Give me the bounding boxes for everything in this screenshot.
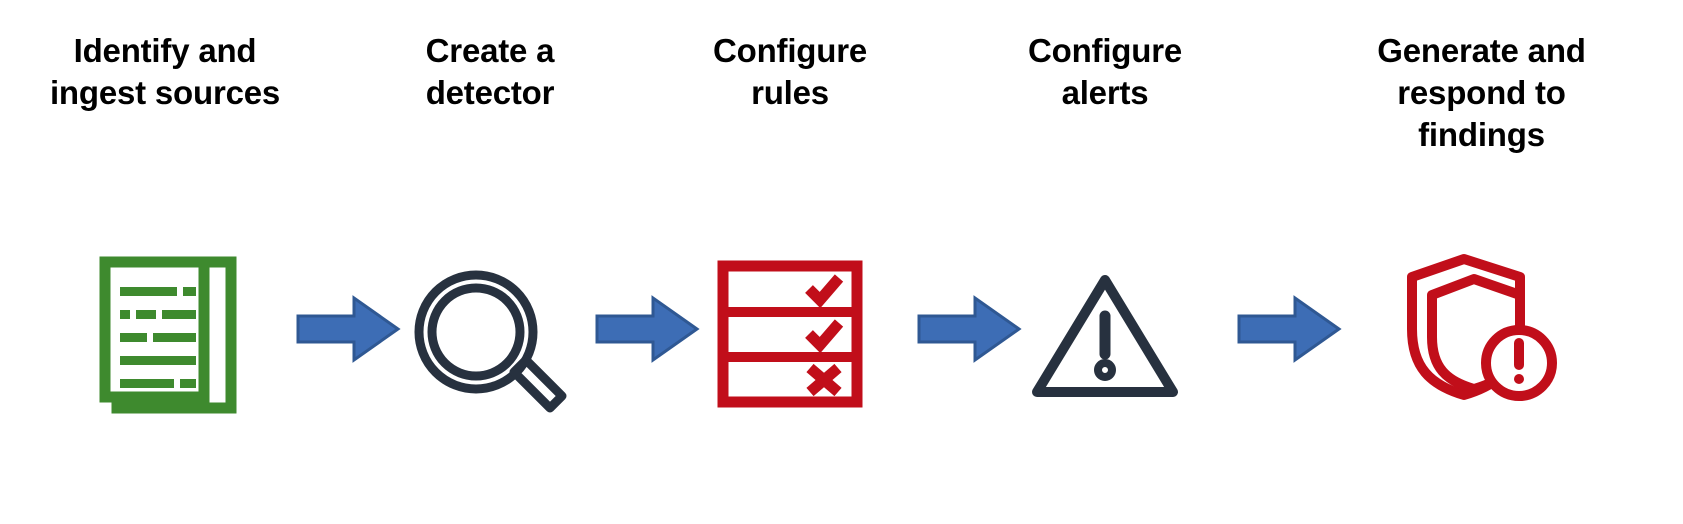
step-5-label: Generate and respond to findings xyxy=(1377,32,1586,153)
flow-arrow-2 xyxy=(595,295,700,363)
shield-alert-icon xyxy=(1402,253,1562,403)
step-1-label: Identify and ingest sources xyxy=(49,32,281,111)
step-5-icon-container xyxy=(1280,253,1683,403)
step-configure-rules: Configure rules xyxy=(650,0,930,524)
step-4-label: Configure alerts xyxy=(1027,32,1182,111)
step-generate-and-respond-to-findings: Generate and respond to findings xyxy=(1280,0,1683,524)
step-2-icon-container xyxy=(330,270,650,413)
step-2-label: Create a detector xyxy=(425,32,555,111)
flow-arrow-3 xyxy=(917,295,1022,363)
flow-arrow-4 xyxy=(1237,295,1342,363)
step-1-icon-container xyxy=(0,248,330,414)
step-create-a-detector: Create a detector xyxy=(330,0,650,524)
alert-triangle-icon xyxy=(1031,272,1179,400)
step-3-label: Configure rules xyxy=(712,32,867,111)
flow-arrow-1 xyxy=(296,295,401,363)
rules-table-icon xyxy=(717,260,863,408)
step-3-icon-container xyxy=(650,260,930,408)
step-identify-and-ingest-sources: Identify and ingest sources xyxy=(0,0,330,524)
magnifier-icon xyxy=(410,270,570,413)
step-4-icon-container xyxy=(965,272,1245,400)
documents-icon xyxy=(91,248,239,414)
step-configure-alerts: Configure alerts xyxy=(965,0,1245,524)
